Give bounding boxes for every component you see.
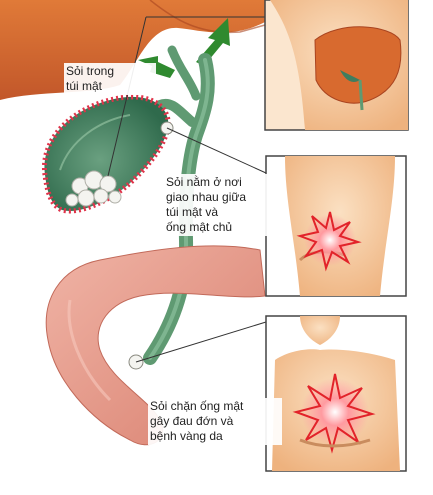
panel-pain-blocked [265, 315, 407, 472]
label-stones-in-gallbladder: Sỏi trong túi mật [64, 63, 156, 95]
pain-burst-lower [292, 373, 376, 454]
pain-burst-upper [296, 211, 362, 272]
label-stone-at-junction: Sỏi nằm ở nơi giao nhau giữa túi mật và … [164, 174, 276, 236]
gallstones-cluster [65, 170, 122, 207]
panel-pain-junction [265, 155, 407, 297]
leader-lines [107, 16, 267, 363]
label-stone-blocking-duct: Sỏi chặn ống mật gây đau đớn và bệnh vàn… [148, 398, 282, 445]
cystic-duct [155, 98, 197, 127]
panel-liver-location [264, 0, 409, 131]
